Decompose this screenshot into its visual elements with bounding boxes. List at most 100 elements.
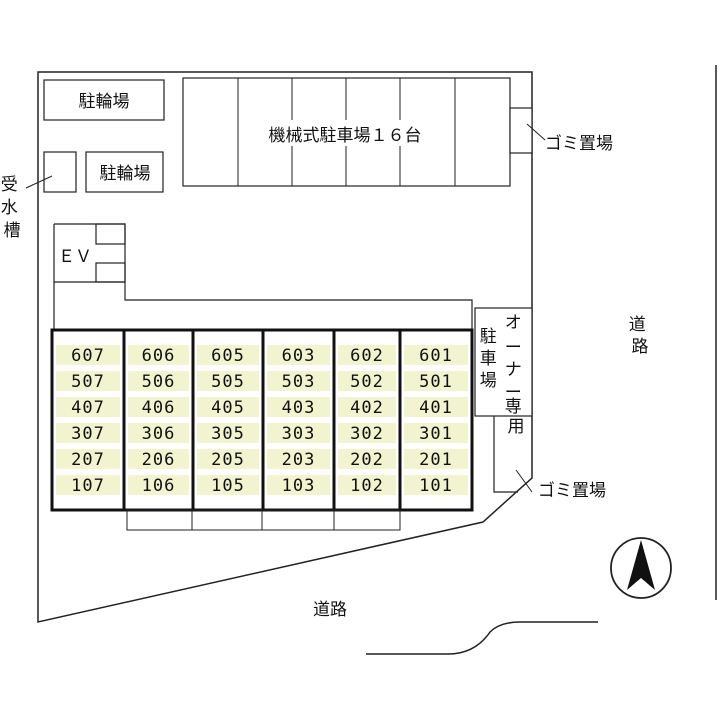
unit-number: 307: [71, 424, 105, 444]
owner-parking-label-8: 専: [505, 397, 522, 417]
unit-number: 403: [282, 398, 316, 418]
unit-number: 507: [71, 372, 105, 392]
unit-number: 101: [419, 476, 453, 496]
unit-cell: [128, 475, 189, 495]
unit-cell: [267, 345, 330, 365]
owner-parking-label-3: 場: [480, 371, 497, 391]
garbage-area-top: [509, 107, 533, 154]
unit-cell: [404, 449, 468, 469]
water-tank-label-2: 水: [1, 198, 18, 218]
water-tank-label: 受 水 槽: [1, 175, 23, 241]
owner-parking-label-4: オ: [505, 313, 522, 333]
unit-cell: [56, 371, 120, 391]
owner-parking-label: 駐 車 場 オ ー ナ ー 専 用: [480, 313, 527, 437]
unit-cell: [128, 397, 189, 417]
unit-cell: [267, 423, 330, 443]
water-tank-label-3: 槽: [4, 221, 21, 241]
balconies: [126, 509, 401, 531]
unit-number: 503: [282, 372, 316, 392]
north-arrow-icon: [610, 537, 672, 599]
owner-parking-label-1: 駐: [480, 327, 497, 347]
unit-number: 502: [350, 372, 384, 392]
unit-cell: [267, 449, 330, 469]
site-boundary: [37, 71, 533, 623]
garbage-top-label: ゴミ置場: [545, 133, 613, 154]
unit-number: 607: [71, 346, 105, 366]
unit-number: 107: [71, 476, 105, 496]
unit-cell: [56, 449, 120, 469]
unit-number: 401: [419, 398, 453, 418]
unit-number: 602: [350, 346, 384, 366]
owner-parking: [474, 307, 533, 417]
unit-number: 303: [282, 424, 316, 444]
unit-number: 406: [142, 398, 176, 418]
unit-number: 302: [350, 424, 384, 444]
unit-cell: [404, 371, 468, 391]
bicycle-parking-top: [43, 79, 165, 121]
unit-number: 506: [142, 372, 176, 392]
unit-number: 407: [71, 398, 105, 418]
ev-label: ＥＶ: [58, 247, 92, 267]
unit-number: 505: [211, 372, 245, 392]
unit-number: 201: [419, 450, 453, 470]
owner-parking-label-9: 用: [508, 417, 525, 437]
unit-cell: [56, 475, 120, 495]
road-edge-line: [366, 621, 598, 655]
unit-number: 205: [211, 450, 245, 470]
unit-cell: [404, 475, 468, 495]
garbage-bottom-leader: [515, 469, 533, 493]
unit-cell: [338, 475, 396, 495]
garbage-area-bottom: [493, 416, 518, 493]
unit-cell: [404, 345, 468, 365]
road-right-label-1: 道: [629, 315, 646, 335]
unit-cell: [197, 371, 259, 391]
garbage-top-leader: [526, 123, 546, 141]
unit-number: 202: [350, 450, 384, 470]
unit-number: 105: [211, 476, 245, 496]
owner-parking-label-2: 車: [480, 349, 497, 369]
unit-cell: [197, 423, 259, 443]
unit-number: 301: [419, 424, 453, 444]
unit-cell: [197, 397, 259, 417]
unit-cell: [267, 475, 330, 495]
unit-number: 206: [142, 450, 176, 470]
unit-cell: [404, 397, 468, 417]
bicycle-parking-top-label: 駐輪場: [79, 92, 130, 112]
mechanical-parking: [182, 77, 511, 187]
ev-core: [53, 223, 473, 330]
unit-cell: [128, 449, 189, 469]
garbage-bottom-label: ゴミ置場: [538, 480, 606, 501]
unit-cell: [128, 345, 189, 365]
bicycle-parking-mid: [85, 151, 164, 193]
unit-cell: [338, 423, 396, 443]
unit-cell: [338, 449, 396, 469]
road-bottom-label: 道路: [313, 600, 347, 620]
unit-number: 106: [142, 476, 176, 496]
unit-cell: [128, 423, 189, 443]
mechanical-parking-label: 機械式駐車場１６台: [269, 126, 422, 146]
bicycle-parking-mid-label: 駐輪場: [100, 164, 151, 184]
water-tank-leader: [25, 175, 53, 189]
unit-number: 603: [282, 346, 316, 366]
unit-number: 402: [350, 398, 384, 418]
water-tank-label-1: 受: [1, 175, 18, 195]
unit-number: 601: [419, 346, 453, 366]
unit-number: 306: [142, 424, 176, 444]
road-right-label-2: 路: [632, 337, 649, 357]
unit-cell: [197, 449, 259, 469]
unit-cell: [338, 397, 396, 417]
unit-cell: [56, 345, 120, 365]
unit-number: 203: [282, 450, 316, 470]
unit-cell: [197, 475, 259, 495]
unit-cell: [56, 423, 120, 443]
unit-cell: [404, 423, 468, 443]
owner-parking-label-7: ー: [505, 383, 522, 403]
unit-cell: [267, 371, 330, 391]
unit-number: 102: [350, 476, 384, 496]
unit-number: 605: [211, 346, 245, 366]
unit-number: 305: [211, 424, 245, 444]
unit-cell: [267, 397, 330, 417]
unit-number: 103: [282, 476, 316, 496]
unit-number: 606: [142, 346, 176, 366]
